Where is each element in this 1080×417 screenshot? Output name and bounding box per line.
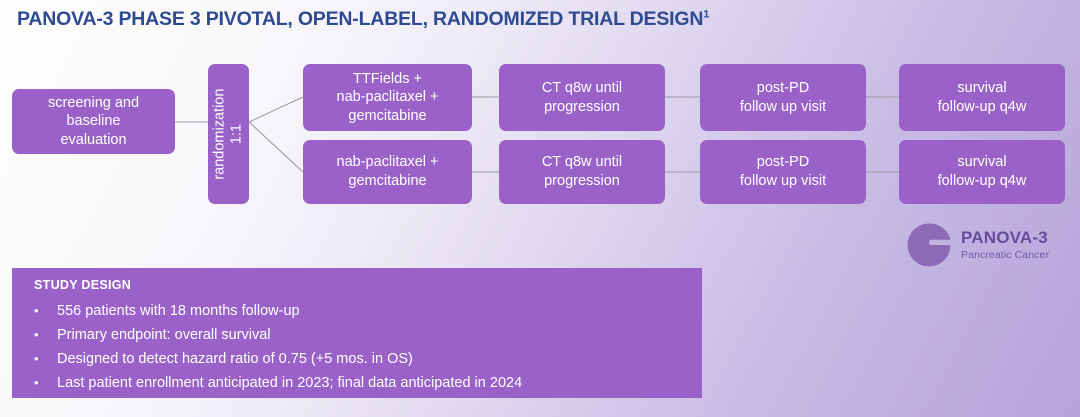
study-design-bullet-text: Designed to detect hazard ratio of 0.75 … (57, 351, 413, 367)
flow-node-arm-b-treatment-line-2: gemcitabine (348, 173, 427, 189)
flow-node-randomization-line-1: randomization (211, 88, 228, 180)
page-title-text: PANOVA-3 PHASE 3 PIVOTAL, OPEN-LABEL, RA… (17, 8, 704, 30)
flow-node-arm-b-imaging-line-1: CT q8w until (541, 154, 623, 171)
page-title: PANOVA-3 PHASE 3 PIVOTAL, OPEN-LABEL, RA… (17, 8, 709, 31)
flow-node-arm-a-imaging-line-1: CT q8w until (541, 79, 623, 96)
flow-node-arm-b-post-pd: post-PD follow up visit (700, 140, 866, 204)
panova-logo-text: PANOVA-3 Pancreatic Cancer (961, 227, 1050, 261)
logo-circle-shape (907, 223, 951, 267)
flow-node-arm-a-imaging-line-2: progression (544, 98, 620, 115)
flow-node-screening: screening and baseline evaluation (12, 89, 175, 154)
panova-logo-subtitle: Pancreatic Cancer (961, 248, 1050, 261)
flow-node-arm-b-imaging: CT q8w until progression (499, 140, 665, 204)
flow-node-arm-b-post-pd-line-1: post-PD (756, 154, 810, 171)
study-design-bullet-text: 556 patients with 18 months follow-up (57, 303, 300, 319)
panova-logo: PANOVA-3 Pancreatic Cancer (906, 219, 1074, 271)
panova-logo-title: PANOVA-3 (961, 227, 1048, 247)
study-design-bullet-text: Last patient enrollment anticipated in 2… (57, 375, 523, 391)
flow-node-screening-line-1: screening and (47, 94, 140, 111)
study-design-heading: STUDY DESIGN (34, 278, 132, 292)
flow-node-arm-a-survival-followup-line-1: survival (957, 79, 1007, 96)
study-design-bullet-item: • Designed to detect hazard ratio of 0.7… (34, 347, 702, 371)
flow-node-screening-line-3: evaluation (60, 131, 127, 148)
bullet-point-icon: • (34, 303, 39, 318)
flow-node-arm-b-treatment-line-1: nab-paclitaxel + (336, 154, 439, 171)
flow-node-randomization: randomization 1:1 (208, 64, 249, 204)
bullet-point-icon: • (34, 327, 39, 342)
flow-node-arm-b-imaging-line-2: progression (544, 173, 620, 189)
flow-node-arm-a-post-pd: post-PD follow up visit (700, 64, 866, 131)
flow-node-arm-a-treatment-line-3: gemcitabine (348, 107, 427, 124)
panova-logo-mark-icon (906, 222, 952, 268)
connector-randomization-to-arm-b (248, 121, 304, 173)
page-title-footnote-marker: 1 (703, 8, 710, 21)
flow-node-arm-a-post-pd-line-2: follow up visit (739, 98, 827, 115)
study-design-bullet-item: • 556 patients with 18 months follow-up (34, 299, 702, 323)
flow-node-arm-b-survival-followup-line-1: survival (957, 154, 1007, 171)
flow-node-arm-b-treatment: nab-paclitaxel + gemcitabine (303, 140, 472, 204)
flow-node-arm-b-survival-followup-line-2: follow-up q4w (937, 173, 1027, 189)
flow-node-arm-b-survival-followup: survival follow-up q4w (899, 140, 1065, 204)
flow-node-arm-a-survival-followup: survival follow-up q4w (899, 64, 1065, 131)
flow-node-arm-a-survival-followup-line-2: follow-up q4w (937, 98, 1027, 115)
study-design-bullet-item: • Last patient enrollment anticipated in… (34, 371, 702, 395)
flow-node-arm-b-post-pd-line-2: follow up visit (739, 173, 827, 189)
flow-node-randomization-line-2: 1:1 (228, 123, 245, 145)
flow-node-screening-line-2: baseline (66, 113, 121, 130)
study-design-bullet-text: Primary endpoint: overall survival (57, 327, 271, 343)
flow-node-arm-a-imaging: CT q8w until progression (499, 64, 665, 131)
study-design-bullet-item: • Primary endpoint: overall survival (34, 323, 702, 347)
bullet-point-icon: • (34, 375, 39, 390)
study-design-panel: STUDY DESIGN • 556 patients with 18 mont… (12, 268, 702, 398)
flow-node-arm-a-post-pd-line-1: post-PD (756, 79, 810, 96)
flow-node-arm-a-treatment-line-1: TTFields + (353, 70, 422, 87)
flow-node-arm-a-treatment: TTFields + nab-paclitaxel + gemcitabine (303, 64, 472, 131)
flow-node-arm-a-treatment-line-2: nab-paclitaxel + (336, 89, 439, 106)
connector-randomization-to-arm-a (248, 96, 304, 123)
bullet-point-icon: • (34, 351, 39, 366)
